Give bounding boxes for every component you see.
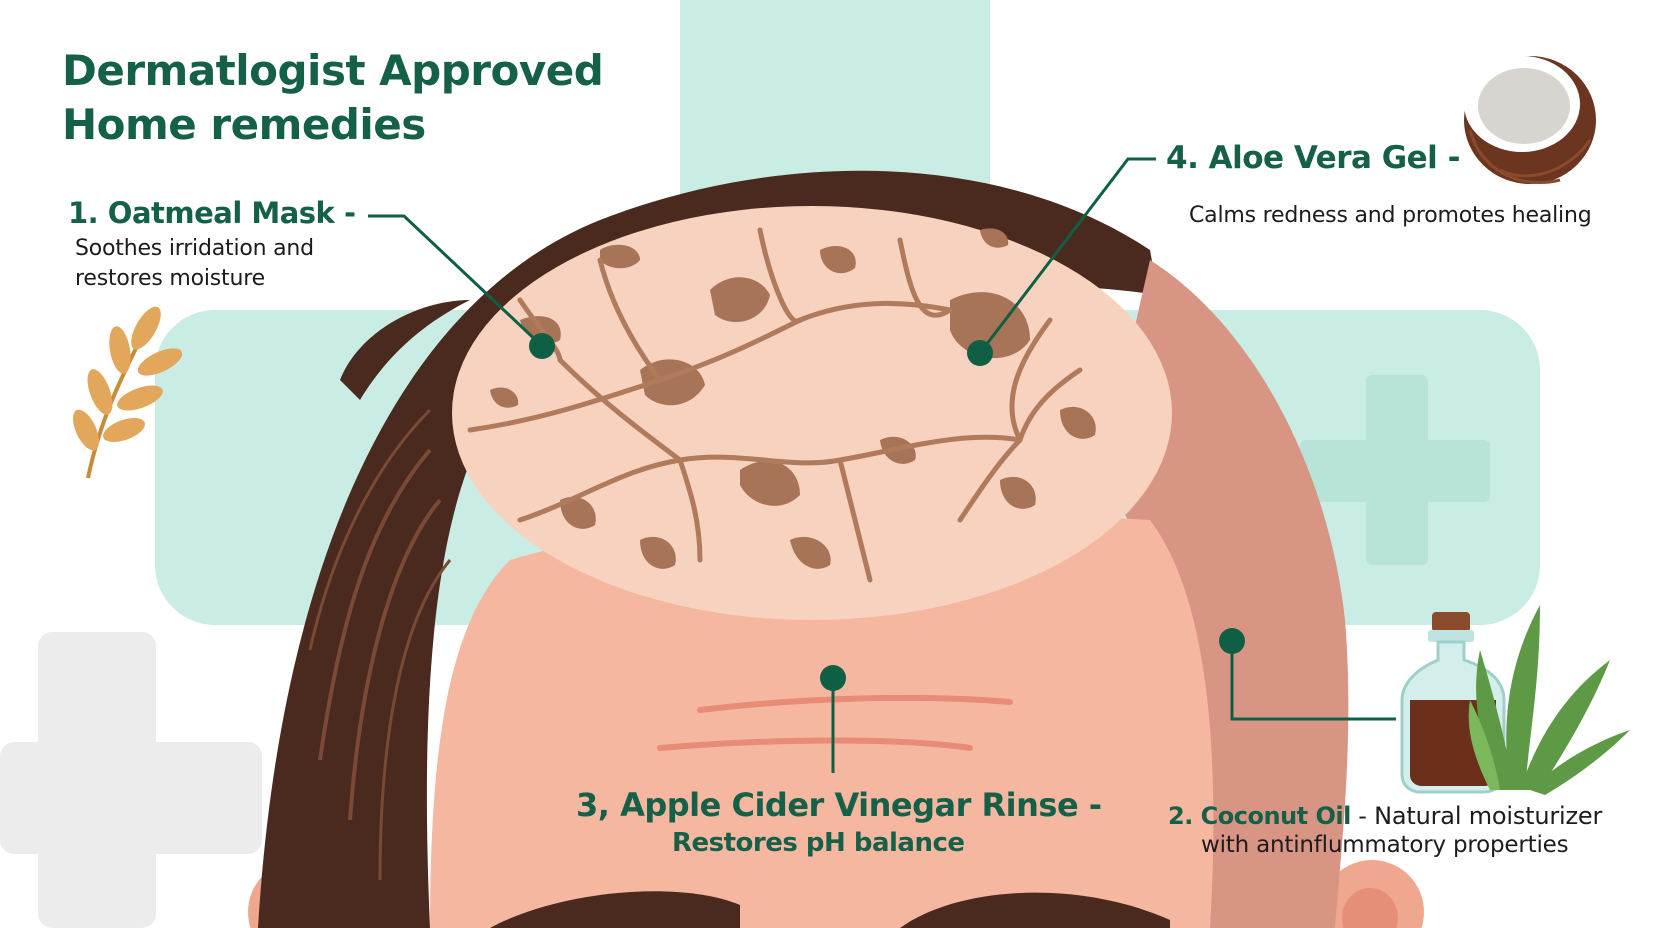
aloe-description: Calms redness and promotes healing xyxy=(1189,203,1592,228)
vinegar-marker xyxy=(820,665,846,691)
oatmeal-label: 1. Oatmeal Mask - xyxy=(68,196,356,230)
title-line-2: Home remedies xyxy=(62,100,426,149)
coconut-icon xyxy=(1464,56,1596,185)
forehead xyxy=(430,514,1214,928)
coconut-marker xyxy=(1219,628,1245,654)
oatmeal-description-line-1: Soothes irridation and xyxy=(75,236,314,261)
aloe-plant-icon xyxy=(1468,605,1630,795)
page-title: Dermatlogist Approved Home remedies xyxy=(62,44,604,152)
coconut-description-line-2: with antinflummatory properties xyxy=(1201,832,1569,858)
coconut-label: 2. Coconut Oil xyxy=(1168,802,1351,830)
coconut-description-line-1: - Natural moisturizer xyxy=(1350,802,1603,830)
scalp-flakes xyxy=(490,228,1096,569)
aloe-label: 4. Aloe Vera Gel - xyxy=(1166,140,1460,176)
oat-stalk-icon xyxy=(73,306,183,479)
mint-cross-small-horizontal xyxy=(1300,440,1490,502)
coconut-line-1: 2. Coconut Oil - Natural moisturizer xyxy=(1168,802,1602,830)
grey-cross-horizontal xyxy=(0,742,262,854)
left-eyebrow xyxy=(490,891,740,928)
oatmeal-connector xyxy=(368,214,544,348)
vinegar-description: Restores pH balance xyxy=(672,828,965,858)
vinegar-label: 3, Apple Cider Vinegar Rinse - xyxy=(576,786,1102,824)
oatmeal-description-line-2: restores moisture xyxy=(75,266,265,291)
scalp-cracks xyxy=(467,227,1083,583)
title-line-1: Dermatlogist Approved xyxy=(62,46,604,95)
oatmeal-marker xyxy=(529,333,555,359)
coconut-connector xyxy=(1230,641,1396,721)
aloe-marker xyxy=(967,340,993,366)
aloe-connector xyxy=(978,157,1156,354)
right-eyebrow xyxy=(900,892,1170,928)
